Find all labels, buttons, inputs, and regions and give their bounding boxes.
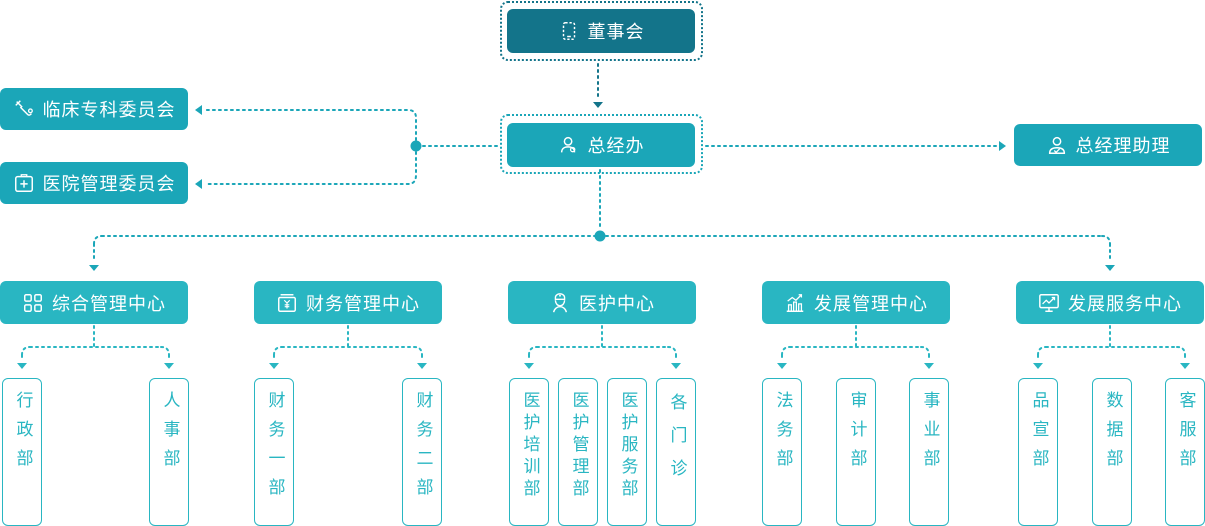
dept-box[interactable]: 医护管理部 — [558, 378, 598, 526]
connector-line — [204, 145, 417, 185]
users-icon — [560, 136, 575, 153]
connector-line — [93, 235, 103, 245]
arrowhead — [593, 102, 603, 108]
dept-box[interactable]: 人事部 — [149, 378, 189, 526]
center-label: 发展管理中心 — [814, 293, 928, 315]
bar-growth-icon — [786, 293, 804, 312]
committee-node-management[interactable]: 医院管理委员会 — [0, 162, 188, 204]
arrowhead — [524, 363, 534, 369]
connector-line — [667, 346, 677, 356]
committee-label: 医院管理委员会 — [42, 174, 176, 195]
arrowhead — [1105, 265, 1115, 271]
dept-label: 数据部 — [1102, 391, 1123, 478]
arrowhead — [417, 363, 427, 369]
connector-line — [204, 109, 417, 147]
dept-label: 事业部 — [919, 391, 940, 478]
medical-cross-icon — [14, 174, 33, 192]
dept-box[interactable]: 法务部 — [762, 378, 802, 526]
dept-box[interactable]: 医护培训部 — [509, 378, 549, 526]
committee-label: 临床专科委员会 — [42, 100, 176, 121]
stethoscope-icon — [14, 100, 33, 116]
arrowhead — [164, 363, 174, 369]
arrowhead — [195, 105, 202, 115]
dept-box[interactable]: 医护服务部 — [607, 378, 647, 526]
connector-line — [1037, 346, 1047, 356]
arrowhead — [777, 363, 787, 369]
arrowhead — [17, 363, 27, 369]
dept-box[interactable]: 审计部 — [836, 378, 876, 526]
arrowhead — [999, 141, 1006, 151]
dept-box[interactable]: 客服部 — [1165, 378, 1205, 526]
user-check-icon — [1048, 136, 1065, 154]
center-label: 医护中心 — [579, 293, 655, 315]
arrowhead — [89, 265, 99, 271]
dept-box[interactable]: 事业部 — [909, 378, 949, 526]
center-label: 综合管理中心 — [52, 293, 166, 315]
dept-label: 医护服务部 — [617, 391, 638, 501]
dept-label: 人事部 — [159, 391, 180, 478]
connector-line — [413, 346, 423, 356]
dept-box[interactable]: 财务二部 — [402, 378, 442, 526]
dept-box[interactable]: 行政部 — [2, 378, 42, 526]
dept-label: 审计部 — [846, 391, 867, 478]
center-label: 发展服务中心 — [1068, 293, 1182, 315]
connector-line — [1176, 346, 1186, 356]
office-node[interactable]: 总经办 — [507, 123, 695, 167]
yuan-register-icon — [278, 293, 296, 312]
nurse-icon — [552, 292, 568, 312]
committee-node-clinical[interactable]: 临床专科委员会 — [0, 88, 188, 130]
board-node[interactable]: 董事会 — [507, 9, 695, 53]
dept-box[interactable]: 各门诊 — [656, 378, 696, 526]
connector-line — [920, 346, 930, 356]
office-label: 总经办 — [587, 136, 645, 157]
connector-line — [1101, 235, 1111, 245]
dept-box[interactable]: 品宣部 — [1018, 378, 1058, 526]
dept-label: 法务部 — [772, 391, 793, 478]
dept-label: 财务一部 — [264, 391, 285, 507]
connector-line — [781, 346, 791, 356]
center-label: 财务管理中心 — [306, 293, 420, 315]
center-node-development[interactable]: 发展管理中心 — [762, 281, 950, 324]
center-node-service[interactable]: 发展服务中心 — [1016, 281, 1204, 324]
arrowhead — [269, 363, 279, 369]
dept-label: 医护管理部 — [568, 391, 589, 501]
assistant-label: 总经理助理 — [1075, 136, 1171, 157]
arrowhead — [924, 363, 934, 369]
dept-label: 财务二部 — [412, 391, 433, 507]
office-frame — [500, 114, 703, 174]
grid-icon — [24, 293, 42, 312]
dept-box[interactable]: 财务一部 — [254, 378, 294, 526]
arrowhead — [1033, 363, 1043, 369]
board-label: 董事会 — [587, 22, 645, 43]
center-node-medical[interactable]: 医护中心 — [508, 281, 696, 324]
connector-line — [528, 346, 538, 356]
assistant-node[interactable]: 总经理助理 — [1014, 124, 1202, 166]
dept-label: 行政部 — [12, 391, 33, 478]
phone-icon — [562, 22, 575, 40]
dept-label: 医护培训部 — [519, 391, 540, 501]
arrowhead — [671, 363, 681, 369]
dept-box[interactable]: 数据部 — [1092, 378, 1132, 526]
center-node-finance[interactable]: 财务管理中心 — [254, 281, 442, 324]
dept-label: 品宣部 — [1028, 391, 1049, 478]
connector-line — [21, 346, 31, 356]
connector-line — [273, 346, 283, 356]
monitor-trend-icon — [1039, 293, 1059, 312]
center-node-general[interactable]: 综合管理中心 — [0, 281, 188, 324]
dept-label: 各门诊 — [666, 393, 687, 492]
board-frame — [500, 1, 703, 61]
arrowhead — [195, 179, 202, 189]
dept-label: 客服部 — [1175, 391, 1196, 478]
arrowhead — [1180, 363, 1190, 369]
connector-line — [160, 346, 170, 356]
